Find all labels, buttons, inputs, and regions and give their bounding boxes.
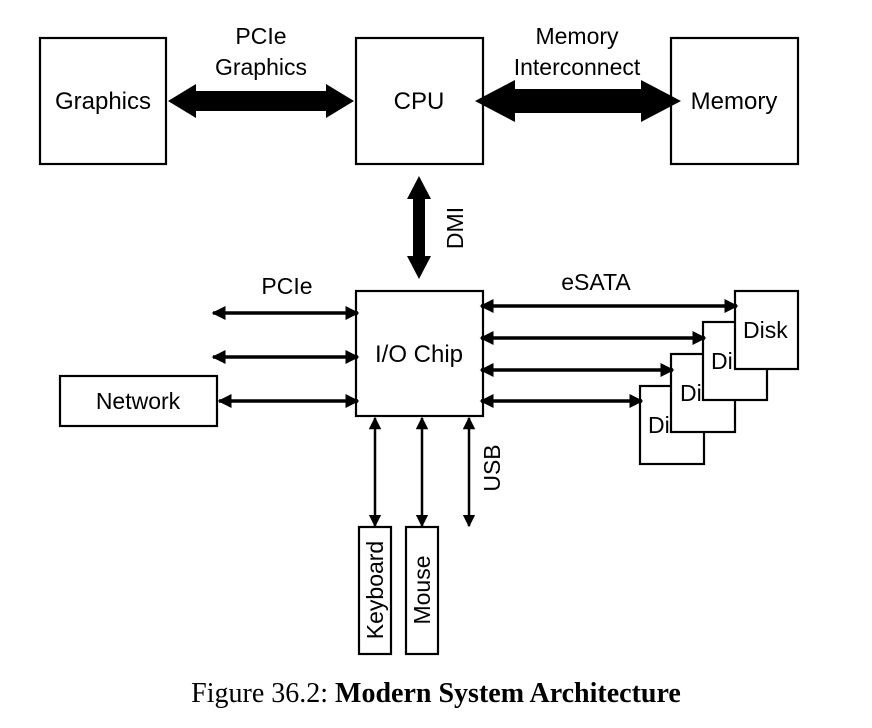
network-node: Network [58,374,219,428]
mouse-node: Mouse [404,525,440,656]
disk-stack: Di Di Di Disk [638,289,800,466]
system-architecture-diagram: Graphics CPU Memory PCIe Graphics Memory… [38,23,800,656]
pcie-graphics-label-line1: PCIe [235,23,286,49]
memory-interconnect-label-line1: Memory [535,23,619,49]
mouse-label: Mouse [409,555,435,624]
esata-label: eSATA [561,269,631,295]
graphics-label: Graphics [55,88,151,115]
disk-4-label: Di [648,412,670,438]
disk-3-label: Di [680,380,702,406]
memory-interconnect-bus-arrow [475,80,681,122]
keyboard-node: Keyboard [357,525,393,656]
disk-2-label: Di [711,348,733,374]
graphics-node: Graphics [38,36,168,166]
dmi-label: DMI [442,207,468,249]
disk-1-label: Disk [743,317,788,343]
network-label: Network [96,388,181,414]
io-chip-label: I/O Chip [375,341,463,368]
dmi-bus-arrow [407,176,431,279]
memory-node: Memory [669,36,800,166]
keyboard-label: Keyboard [362,541,388,639]
pcie-graphics-bus-arrow [168,84,354,118]
pcie-label: PCIe [261,273,312,299]
caption-prefix: Figure 36.2: [191,678,329,709]
figure-caption: Figure 36.2: Modern System Architecture [0,678,872,710]
memory-label: Memory [691,88,778,115]
cpu-label: CPU [394,88,445,115]
pcie-graphics-label-line2: Graphics [215,54,307,80]
cpu-node: CPU [354,36,485,166]
caption-title: Modern System Architecture [335,678,681,709]
disk-1: Disk [733,289,800,371]
io-chip-node: I/O Chip [354,289,485,418]
usb-label: USB [479,444,505,491]
memory-interconnect-label-line2: Interconnect [514,54,641,80]
